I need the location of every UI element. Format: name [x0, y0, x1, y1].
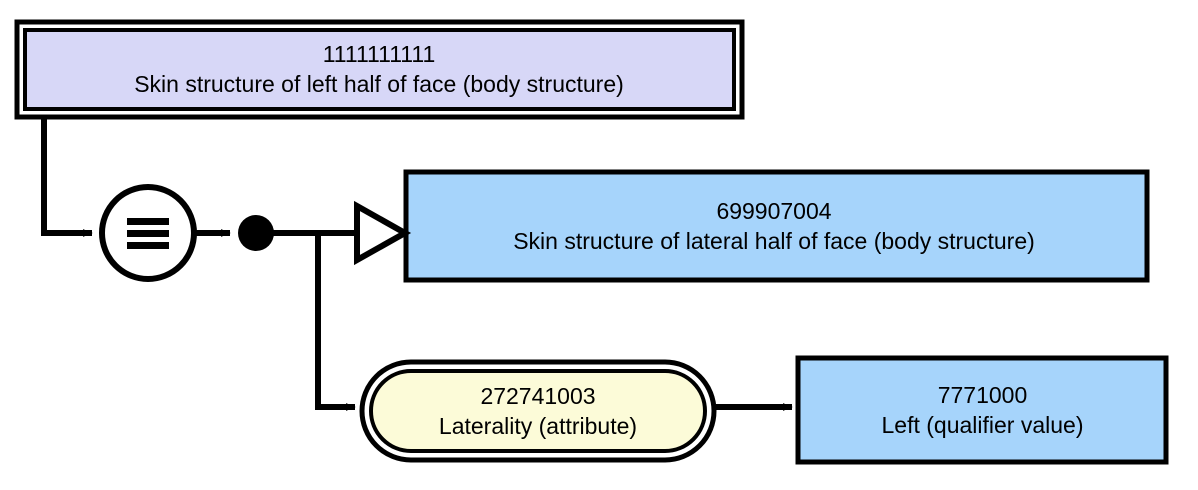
- is-a-triangle: [354, 200, 412, 266]
- edge-rolegroup-to-attribute: [315, 233, 356, 411]
- focus-concept-box[interactable]: [14, 19, 745, 120]
- parent-concept-box[interactable]: [403, 169, 1150, 283]
- equivalence-circle[interactable]: [99, 184, 197, 282]
- attribute-box[interactable]: [359, 359, 717, 463]
- equivalence-bar-bottom: [127, 242, 169, 249]
- value-concept-box[interactable]: [795, 355, 1169, 465]
- edge-focus-to-equivalence: [41, 117, 93, 237]
- equivalence-bar-top: [127, 218, 169, 225]
- role-group-dot[interactable]: [238, 215, 274, 251]
- equivalence-bar-middle: [127, 230, 169, 237]
- edge-rolegroup-to-parent: [272, 200, 412, 266]
